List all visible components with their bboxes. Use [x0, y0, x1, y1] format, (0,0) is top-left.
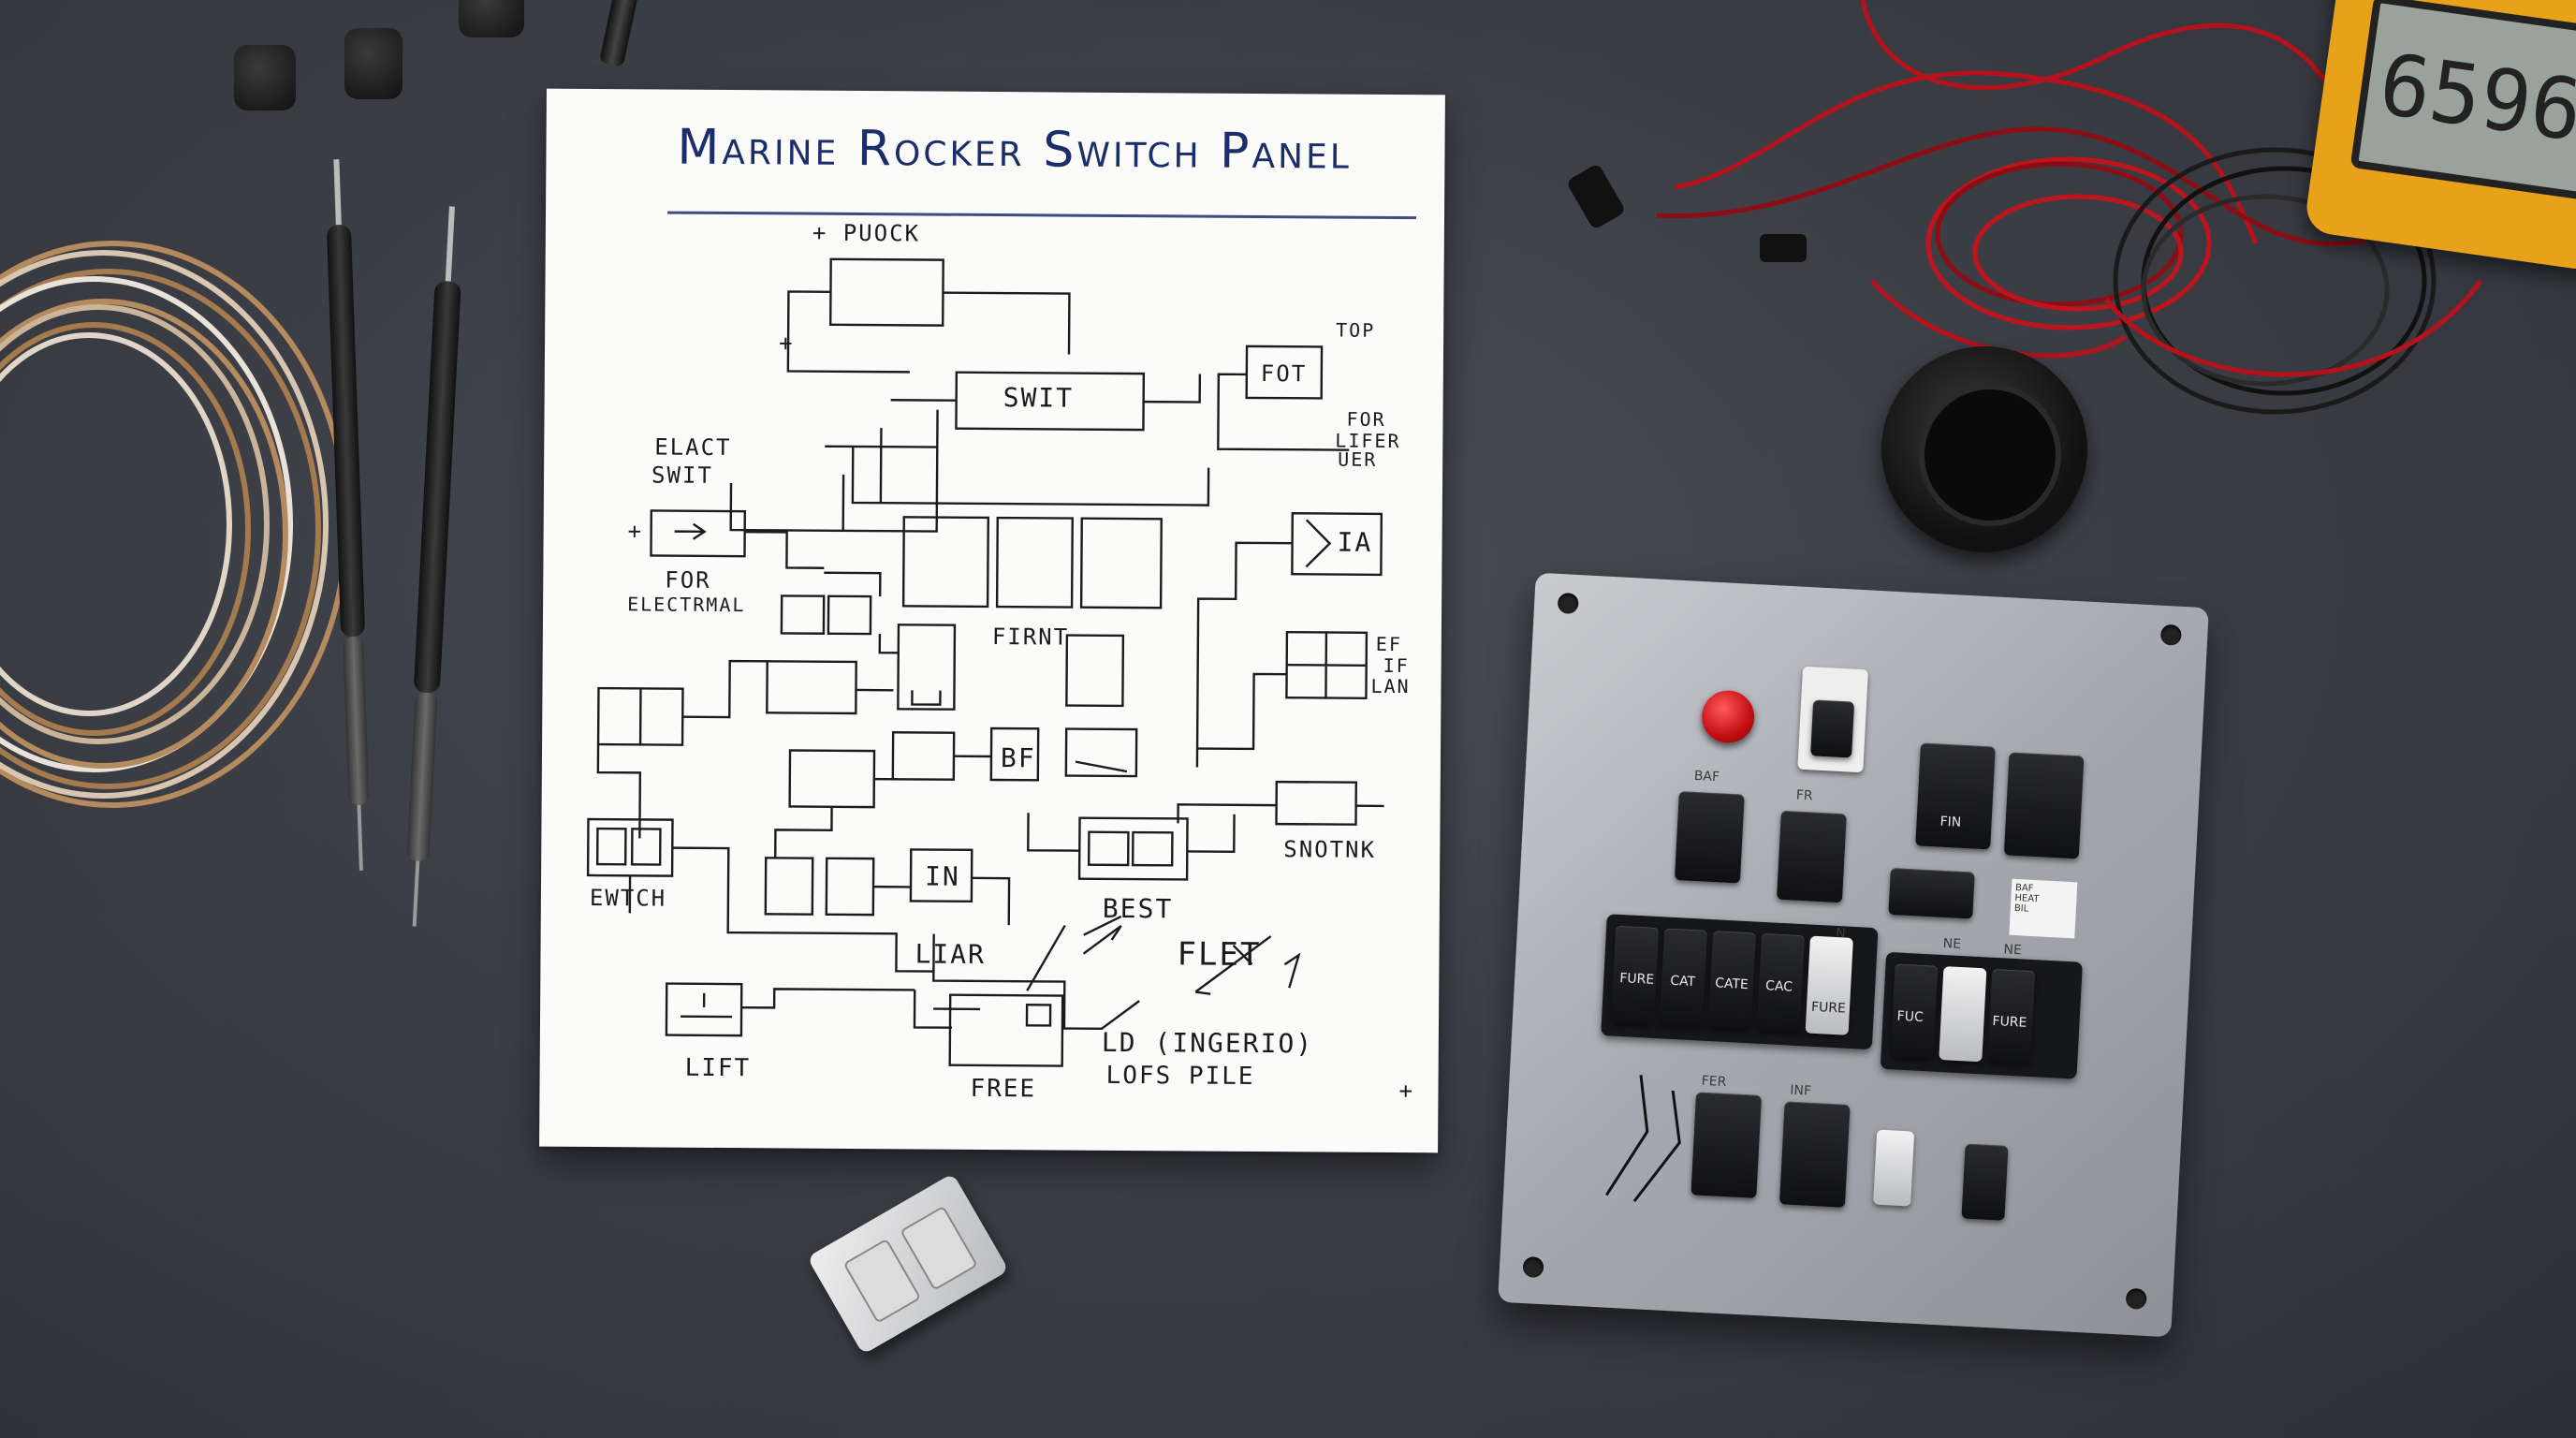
panel-label-fin: FIN [1939, 814, 1962, 830]
probe-tip [598, 0, 639, 67]
multimeter-probe-right [400, 206, 465, 955]
label-electrmal: ELECTRMAL [627, 593, 746, 617]
label-top: TOP [1336, 318, 1376, 342]
label-fot: FOT [1260, 360, 1308, 388]
panel-label-ne: NE [1942, 936, 1962, 952]
knob [344, 28, 402, 99]
knob [234, 45, 296, 110]
label-ld-ingerio: LD (INGERIO) [1101, 1026, 1314, 1060]
label-ewtch: EWTCH [589, 885, 667, 912]
red-wire-bundle [1568, 0, 2483, 415]
copper-wire-coil [0, 241, 349, 808]
label-uer: UER [1338, 448, 1378, 471]
switch-panel: BAF FR FIN BAF HEAT BIL FURE CAT CATE CA… [1498, 572, 2209, 1338]
label-liar: LIAR [915, 938, 987, 970]
label-plus-mid: + [627, 518, 644, 545]
label-swit-small: SWIT [651, 462, 713, 489]
multimeter: 6596 [2303, 0, 2576, 272]
rocker-switch[interactable] [1776, 810, 1847, 903]
rocker-switch-lit[interactable] [1939, 966, 1987, 1063]
breaker-toggle[interactable] [1810, 699, 1855, 758]
label-for: FOR [1346, 407, 1386, 431]
mount-hole [1557, 592, 1579, 615]
rocker-label: FURE [1618, 970, 1655, 988]
label-lofs-pile: LOFS PILE [1105, 1061, 1255, 1091]
label-star: + [1398, 1078, 1415, 1105]
rocker-label: CATE [1714, 976, 1749, 993]
rocker-switch-large[interactable] [1915, 742, 1996, 850]
label-best: BEST [1102, 892, 1174, 925]
rocker-label: FURE [1992, 1013, 2027, 1031]
label-elact: ELACT [654, 433, 732, 462]
panel-label-inf: INF [1789, 1082, 1812, 1099]
rocker-label: CAC [1764, 978, 1793, 995]
panel-label-fr: FR [1795, 787, 1814, 804]
mount-hole [2159, 624, 2182, 646]
cable-gland [1881, 346, 2087, 552]
label-bf: BF [1000, 742, 1036, 774]
rocker-switch-lit[interactable] [1805, 935, 1853, 1035]
multimeter-display: 6596 [2349, 0, 2576, 201]
mount-hole [1522, 1256, 1544, 1279]
label-plus: + [778, 330, 795, 357]
rocker-switch-small[interactable] [1961, 1143, 2009, 1221]
label-lift: LIFT [684, 1053, 752, 1083]
panel-label-baf: BAF [1693, 768, 1720, 785]
label-lan: LAN [1370, 674, 1411, 698]
label-firnt: FIRNT [991, 623, 1070, 651]
rocker-label: CAT [1669, 973, 1696, 990]
rocker-switch[interactable] [1674, 791, 1745, 884]
label-flet: FLET [1177, 935, 1262, 975]
label-ef: EF [1375, 632, 1403, 656]
rocker-switch[interactable] [1778, 1101, 1851, 1208]
relay-component [807, 1173, 1009, 1355]
label-plus-puock: + PUOCK [812, 219, 921, 247]
label-if: IF [1383, 653, 1410, 678]
label-swit: SWIT [1003, 382, 1075, 414]
rocker-switch-large[interactable] [2003, 752, 2085, 859]
schematic-wiring [586, 257, 1384, 1067]
red-push-button[interactable] [1700, 689, 1756, 745]
rocker-label: FUC [1896, 1008, 1925, 1025]
rocker-switch-lit[interactable] [1873, 1129, 1915, 1207]
label-for-2: FOR [665, 566, 711, 594]
label-snotnk: SNOTNK [1283, 836, 1377, 863]
mount-hole [2125, 1287, 2147, 1310]
schematic-paper: Marine Rocker Switch Panel [539, 88, 1445, 1153]
panel-wire-marks [1604, 1075, 1681, 1203]
panel-label-n: N [1835, 925, 1847, 942]
warning-sticker: BAF HEAT BIL [2009, 878, 2078, 939]
label-in: IN [924, 860, 960, 892]
rocker-label: FURE [1810, 999, 1847, 1017]
small-rocker[interactable] [1888, 867, 1975, 919]
knob [459, 0, 524, 37]
label-free: FREE [970, 1074, 1037, 1104]
label-ia: IA [1337, 526, 1373, 558]
panel-label-ne-2: NE [2003, 942, 2023, 959]
